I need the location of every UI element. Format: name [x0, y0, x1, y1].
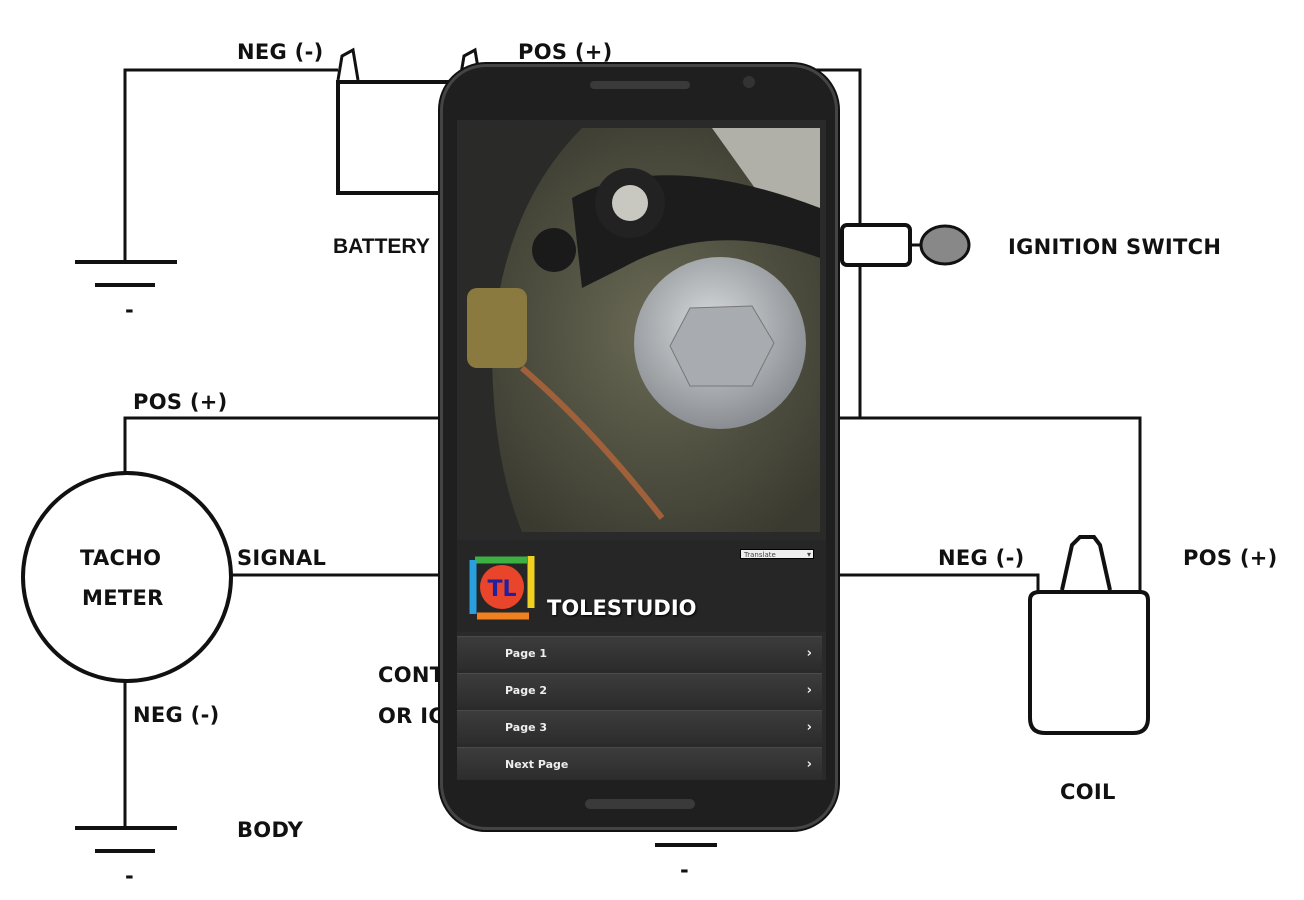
contact-label-1: CONT — [378, 663, 445, 687]
battery-body — [336, 80, 458, 195]
ignition-key — [919, 224, 971, 266]
coil-terminal — [1060, 535, 1112, 591]
app-header: Translate TL TOLESTUDIO — [457, 540, 826, 632]
menu-item-page-2[interactable]: Page 2 › — [457, 673, 822, 707]
wire-coil-pos — [835, 416, 1142, 592]
ground-minus: - — [125, 864, 135, 888]
ignition-switch-body — [840, 223, 912, 267]
coil-body — [1028, 590, 1150, 735]
svg-text:TL: TL — [487, 577, 516, 602]
ground-minus: - — [125, 298, 135, 322]
phone-camera — [743, 76, 755, 88]
menu-item-label: Page 1 — [505, 647, 548, 660]
ground-minus: - — [680, 858, 690, 882]
tacho-neg-label: NEG (-) — [133, 703, 220, 727]
body-label: BODY — [237, 818, 304, 842]
menu-item-page-1[interactable]: Page 1 › — [457, 636, 822, 670]
menu-item-next-page[interactable]: Next Page › — [457, 747, 822, 780]
nav-menu: Page 1 › Page 2 › Page 3 › Next Page › — [457, 636, 826, 780]
phone-screen: Translate TL TOLESTUDIO Page 1 › Page 2 › … — [457, 120, 826, 780]
battery-pos-label: POS (+) — [518, 40, 613, 64]
contact-label-2: OR IG — [378, 704, 446, 728]
menu-item-label: Page 2 — [505, 684, 548, 697]
battery-label: BATTERY — [333, 235, 430, 258]
tacho-label-2: METER — [82, 586, 164, 610]
battery-neg-terminal — [336, 47, 360, 81]
coil-label: COIL — [1060, 780, 1116, 804]
menu-item-label: Next Page — [505, 758, 569, 771]
smartphone: Translate TL TOLESTUDIO Page 1 › Page 2 › … — [440, 64, 838, 830]
chevron-right-icon: › — [806, 646, 812, 661]
brand-name: TOLESTUDIO — [547, 596, 697, 620]
phone-speaker — [590, 81, 690, 89]
tacho-label-1: TACHO — [80, 546, 162, 570]
wire-coil-neg — [835, 573, 1040, 592]
coil-pos-label: POS (+) — [1183, 546, 1278, 570]
menu-item-label: Page 3 — [505, 721, 548, 734]
phone-bottom-speaker — [585, 799, 695, 809]
tacho-pos-label: POS (+) — [133, 390, 228, 414]
coil-neg-label: NEG (-) — [938, 546, 1025, 570]
language-select[interactable]: Translate — [740, 549, 814, 560]
menu-item-page-3[interactable]: Page 3 › — [457, 710, 822, 744]
chevron-right-icon: › — [806, 720, 812, 735]
tachometer — [21, 471, 233, 683]
ignition-switch-label: IGNITION SWITCH — [1008, 235, 1222, 259]
tolestudio-logo: TL — [469, 556, 535, 620]
signal-label: SIGNAL — [237, 546, 327, 570]
chevron-right-icon: › — [806, 757, 812, 772]
distributor-photo — [462, 128, 820, 532]
wire-tacho-pos — [123, 416, 445, 475]
chevron-right-icon: › — [806, 683, 812, 698]
battery-neg-label: NEG (-) — [237, 40, 324, 64]
wire-battery-neg — [123, 68, 338, 225]
